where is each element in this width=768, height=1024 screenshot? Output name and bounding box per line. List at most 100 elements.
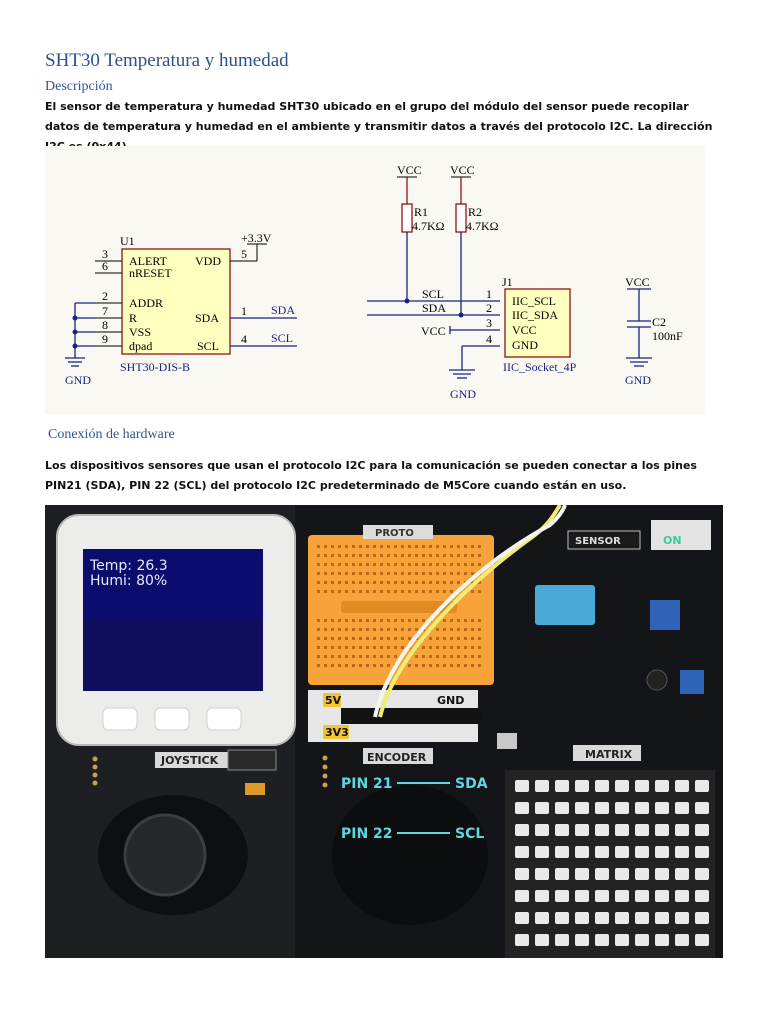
matrix-led [555, 824, 569, 836]
breadboard-hole [401, 646, 404, 649]
breadboard-hole [436, 637, 439, 640]
breadboard-hole [380, 628, 383, 631]
u1-ref: U1 [120, 234, 135, 248]
u1-pin-num: 7 [102, 304, 108, 318]
j1-pin-num: 2 [486, 301, 492, 315]
breadboard-hole [457, 619, 460, 622]
breadboard-hole [359, 590, 362, 593]
breadboard-hole [443, 590, 446, 593]
breadboard-hole [450, 619, 453, 622]
breadboard-hole [408, 637, 411, 640]
encoder-knob[interactable] [332, 785, 488, 925]
breadboard-hole [450, 646, 453, 649]
breadboard-hole [387, 554, 390, 557]
matrix-led [655, 846, 669, 858]
breadboard-hole [457, 655, 460, 658]
matrix-led [555, 780, 569, 792]
breadboard-hole [317, 637, 320, 640]
breadboard-hole [464, 664, 467, 667]
matrix-led [635, 846, 649, 858]
matrix-led [555, 912, 569, 924]
breadboard-hole [317, 646, 320, 649]
matrix-led [515, 802, 529, 814]
breadboard-hole [331, 581, 334, 584]
microphone-pot[interactable] [680, 670, 704, 694]
breadboard-hole [436, 646, 439, 649]
breadboard-hole [366, 572, 369, 575]
matrix-led [535, 912, 549, 924]
breadboard-hole [429, 581, 432, 584]
potentiometer[interactable] [650, 600, 680, 630]
breadboard-hole [401, 590, 404, 593]
breadboard-hole [331, 619, 334, 622]
breadboard-hole [478, 545, 481, 548]
breadboard-hole [415, 554, 418, 557]
breadboard-hole [422, 554, 425, 557]
m5core-button-c[interactable] [206, 707, 242, 731]
breadboard-hole [387, 545, 390, 548]
u1-gnd-label: GND [65, 373, 91, 387]
sda-label: SDA [455, 776, 488, 792]
breadboard-hole [359, 554, 362, 557]
breadboard-hole [457, 545, 460, 548]
matrix-led [595, 824, 609, 836]
breadboard-hole [373, 619, 376, 622]
breadboard-hole [422, 590, 425, 593]
r2-vcc-label: VCC [450, 163, 475, 177]
breadboard-hole [366, 545, 369, 548]
joystick-knob[interactable] [123, 813, 207, 897]
u1-pin-name: VSS [129, 325, 151, 339]
breadboard-hole [457, 572, 460, 575]
breadboard-hole [373, 664, 376, 667]
breadboard-hole [338, 664, 341, 667]
label-5v: 5V [325, 694, 342, 707]
j1-pin-num: 4 [486, 332, 492, 346]
u1-pin-num: 5 [241, 247, 247, 261]
breadboard-hole [317, 581, 320, 584]
breadboard-hole [401, 563, 404, 566]
breadboard-hole [324, 655, 327, 658]
breadboard-hole [352, 581, 355, 584]
hardware-paragraph: Los dispositivos sensores que usan el pr… [45, 459, 697, 492]
c2-vcc-label: VCC [625, 275, 650, 289]
proto-label: PROTO [375, 528, 414, 539]
m5core-button-b[interactable] [154, 707, 190, 731]
breadboard-hole [345, 590, 348, 593]
breadboard-hole [471, 646, 474, 649]
m5core-button-a[interactable] [102, 707, 138, 731]
breadboard-hole [380, 655, 383, 658]
breadboard-hole [380, 646, 383, 649]
breadboard-hole [394, 590, 397, 593]
breadboard-hole [380, 545, 383, 548]
u1-pin-name: dpad [129, 339, 152, 353]
matrix-led [515, 934, 529, 946]
u1-pin-name: ALERT [129, 254, 168, 268]
encoder-label: ENCODER [367, 751, 427, 764]
breadboard-hole [359, 637, 362, 640]
breadboard-hole [366, 628, 369, 631]
matrix-led [575, 890, 589, 902]
breadboard-hole [324, 619, 327, 622]
breadboard-hole [394, 646, 397, 649]
u1-pin-num: 4 [241, 332, 247, 346]
breadboard-hole [394, 545, 397, 548]
breadboard-hole [352, 628, 355, 631]
breadboard-hole [436, 664, 439, 667]
breadboard-hole [352, 563, 355, 566]
pin22-label: PIN 22 [341, 826, 393, 842]
breadboard-hole [366, 646, 369, 649]
breadboard-hole [478, 664, 481, 667]
breadboard-hole [324, 572, 327, 575]
breadboard-hole [345, 581, 348, 584]
breadboard-hole [380, 563, 383, 566]
matrix-led [595, 846, 609, 858]
breadboard-hole [450, 554, 453, 557]
breadboard-hole [436, 554, 439, 557]
breadboard-hole [373, 563, 376, 566]
matrix-led [555, 802, 569, 814]
matrix-led [695, 868, 709, 880]
breadboard-hole [352, 545, 355, 548]
breadboard-hole [373, 581, 376, 584]
breadboard-hole [464, 646, 467, 649]
white-wire [373, 505, 567, 718]
